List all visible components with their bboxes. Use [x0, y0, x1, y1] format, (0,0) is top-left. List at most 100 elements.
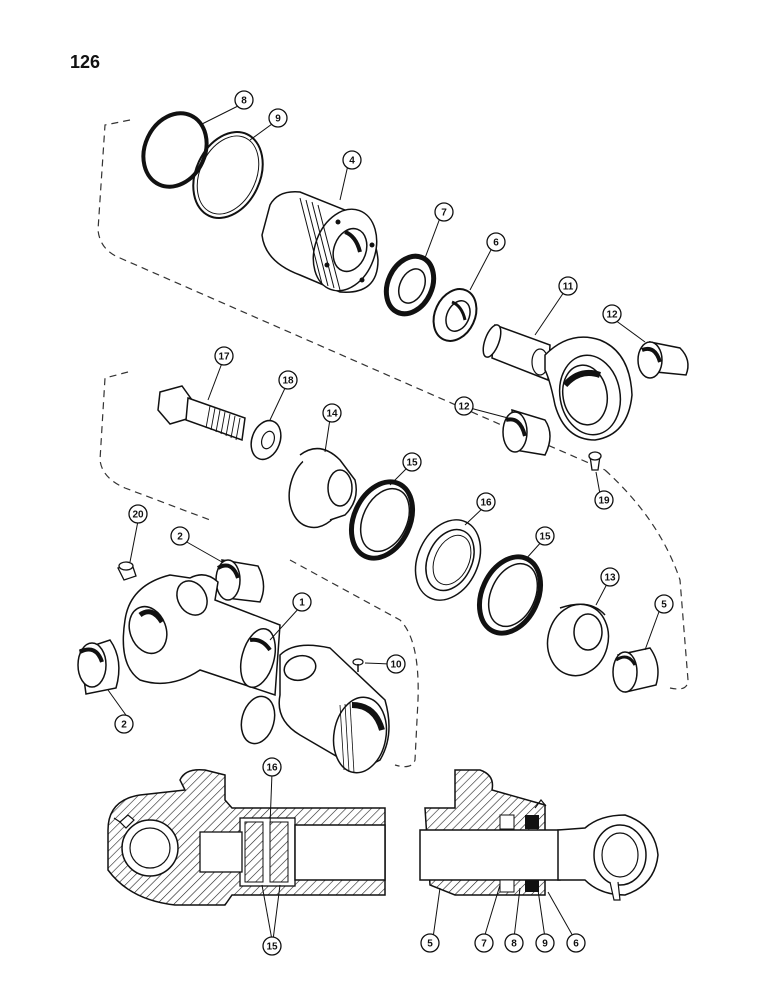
leader-lines: [107, 105, 661, 941]
cross-section-rod-end: [419, 769, 659, 901]
group-outline-middle: [99, 371, 211, 521]
part-5-bushing: [612, 647, 659, 693]
callout-circle: [292, 592, 312, 612]
callout-circle: [476, 492, 496, 512]
group-outline-right: [604, 469, 689, 690]
callout-14: 14: [322, 403, 342, 423]
part-1-cylinder-barrel: [122, 574, 390, 774]
callout-2: 2: [114, 714, 134, 734]
group-outline-lower: [289, 559, 419, 768]
callout-circle: [268, 108, 288, 128]
callout-circle: [128, 504, 148, 524]
part-20-grease-fitting: [117, 561, 137, 581]
callout-label: 9: [542, 939, 548, 950]
part-8-snap-ring: [141, 111, 209, 189]
callout-label: 16: [480, 498, 492, 509]
callout-circle: [558, 276, 578, 296]
cross-section-cylinder-end: [107, 768, 386, 906]
callout-label: 7: [441, 208, 447, 219]
callout-6: 6: [566, 933, 586, 953]
callout-19: 19: [594, 490, 614, 510]
callout-circle: [602, 304, 622, 324]
callout-6: 6: [486, 232, 506, 252]
group-outline-top: [97, 119, 606, 471]
callout-9: 9: [268, 108, 288, 128]
callout-5: 5: [654, 594, 674, 614]
callout-4: 4: [342, 150, 362, 170]
callout-circle: [322, 403, 342, 423]
part-15-piston-ring-lower: [477, 554, 543, 636]
callout-7: 7: [434, 202, 454, 222]
callout-label: 15: [539, 532, 551, 543]
part-2-bushing-upper: [215, 559, 265, 603]
callout-9: 9: [535, 933, 555, 953]
callout-circle: [214, 346, 234, 366]
callout-label: 14: [326, 409, 338, 420]
callout-circle: [454, 396, 474, 416]
callout-label: 11: [563, 282, 574, 293]
callout-label: 8: [511, 939, 517, 950]
callout-circle: [262, 757, 282, 777]
callout-label: 17: [218, 352, 230, 363]
callout-label: 15: [406, 458, 418, 469]
callout-label: 19: [598, 496, 610, 507]
callout-circle: [535, 526, 555, 546]
callout-8: 8: [234, 90, 254, 110]
callout-circle: [114, 714, 134, 734]
callout-circle: [420, 933, 440, 953]
part-19-grease-fitting: [588, 451, 602, 471]
callout-label: 6: [493, 238, 499, 249]
part-2-bushing-lower: [77, 639, 120, 695]
callout-circle: [170, 526, 190, 546]
callout-label: 12: [458, 402, 470, 413]
callout-circle: [486, 232, 506, 252]
callout-label: 6: [573, 939, 579, 950]
callout-circle: [600, 567, 620, 587]
callout-group: 8 9 4 7 6 11 12 12 19 17 18 14 15 16 15 13 5 20 2 1 10 2 16 15 5…: [114, 90, 674, 956]
part-17-bolt: [157, 385, 246, 442]
part-12-bushing-left: [502, 408, 551, 456]
callout-label: 5: [661, 600, 667, 611]
part-4-cylinder-head: [261, 191, 379, 293]
callout-circle: [278, 370, 298, 390]
callout-5: 5: [420, 933, 440, 953]
part-6-seal: [432, 288, 478, 342]
callout-label: 2: [121, 720, 127, 731]
callout-label: 10: [390, 660, 402, 671]
callout-11: 11: [558, 276, 578, 296]
callout-label: 18: [282, 376, 294, 387]
callout-18: 18: [278, 370, 298, 390]
callout-label: 20: [132, 510, 144, 521]
callout-label: 4: [349, 156, 355, 167]
callout-label: 13: [604, 573, 616, 584]
callout-circle: [504, 933, 524, 953]
callout-label: 8: [241, 96, 247, 107]
part-15-piston-ring-upper: [349, 479, 415, 561]
callout-label: 16: [266, 763, 278, 774]
callout-label: 1: [299, 598, 305, 609]
callout-label: 12: [606, 310, 618, 321]
callout-15: 15: [535, 526, 555, 546]
callout-label: 15: [266, 942, 278, 953]
callout-20: 20: [128, 504, 148, 524]
callout-label: 2: [177, 532, 183, 543]
callout-12: 12: [602, 304, 622, 324]
callout-circle: [535, 933, 555, 953]
callout-circle: [342, 150, 362, 170]
callout-7: 7: [474, 933, 494, 953]
callout-12: 12: [454, 396, 474, 416]
callout-circle: [262, 936, 282, 956]
part-16-ring: [414, 519, 482, 601]
part-13-ring: [546, 603, 610, 677]
callout-label: 7: [481, 939, 487, 950]
callout-1: 1: [292, 592, 312, 612]
callout-circle: [386, 654, 406, 674]
callout-circle: [474, 933, 494, 953]
callout-17: 17: [214, 346, 234, 366]
part-11-piston-rod-eye: [482, 323, 633, 441]
callout-2: 2: [170, 526, 190, 546]
callout-15: 15: [402, 452, 422, 472]
part-7-seal: [383, 253, 437, 317]
callout-8: 8: [504, 933, 524, 953]
